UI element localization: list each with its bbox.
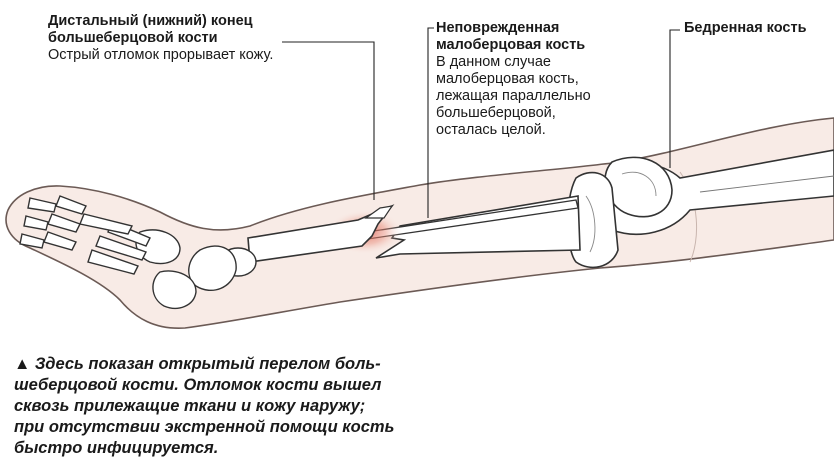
figure-caption: ▲ Здесь показан открытый перелом боль- ш… (14, 354, 434, 459)
label-tibia-title-line: Дистальный (нижний) конец (48, 13, 253, 29)
label-tibia-body-line: Острый отломок прорывает кожу. (48, 47, 274, 63)
label-fibula-body-line: большеберцовой, (436, 105, 556, 121)
bone-fragment-tip (364, 205, 394, 219)
label-intact-fibula: Неповрежденная малоберцовая кость В данн… (436, 20, 591, 139)
leader-lines (282, 27, 680, 218)
label-fibula-body-line: малоберцовая кость, (436, 71, 579, 87)
caption-line: ▲ Здесь показан открытый перелом боль- (14, 355, 381, 373)
caption-line: шеберцовой кости. Отломок кости вышел (14, 376, 382, 394)
femur-leader-line (669, 29, 680, 168)
fibula-leader-line (427, 27, 434, 218)
label-tibia-distal-end: Дистальный (нижний) конец большеберцовой… (48, 13, 273, 64)
caption-line: сквозь прилежащие ткани и кожу наружу; (14, 397, 366, 415)
caption-line: быстро инфицируется. (14, 439, 219, 457)
caption-line: при отсутствии экстренной помощи кость (14, 418, 395, 436)
label-femur-title-line: Бедренная кость (684, 20, 807, 36)
tibia-distal-shaft (247, 204, 395, 263)
label-femur: Бедренная кость (684, 20, 807, 37)
label-fibula-body-line: лежащая параллельно (436, 88, 591, 104)
label-fibula-title-line: малоберцовая кость (436, 37, 586, 53)
label-fibula-body-line: осталась целой. (436, 122, 546, 138)
foot-bones (19, 195, 257, 310)
label-tibia-title-line: большеберцовой кости (48, 30, 218, 46)
tibia-leader-line (282, 41, 375, 200)
label-fibula-title-line: Неповрежденная (436, 20, 560, 36)
label-fibula-body-line: В данном случае (436, 54, 551, 70)
